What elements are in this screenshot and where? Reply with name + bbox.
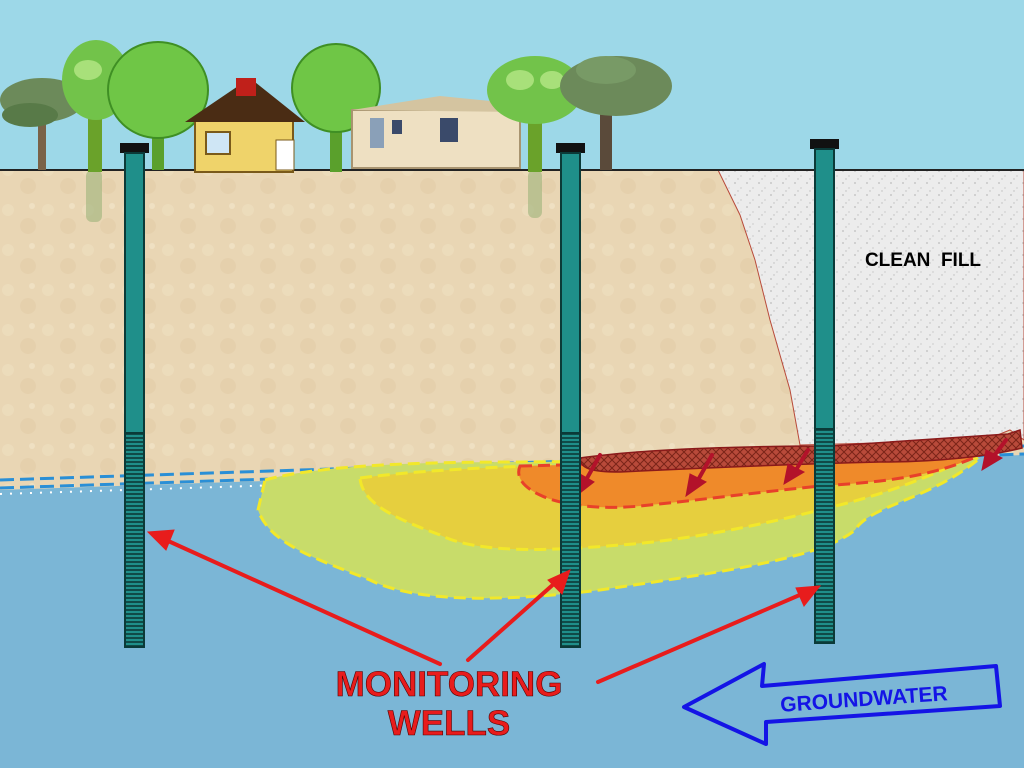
leaching-arrow-icon bbox=[783, 448, 810, 486]
arrow-icon bbox=[146, 529, 442, 666]
well-casing bbox=[124, 152, 145, 434]
well-cap bbox=[810, 139, 839, 149]
house-icon bbox=[185, 78, 305, 173]
monitoring-wells-label-line1: MONITORING bbox=[336, 665, 563, 704]
tree-icon bbox=[560, 56, 672, 170]
well-screen bbox=[814, 428, 835, 644]
tree-roots bbox=[86, 170, 542, 222]
well-casing bbox=[814, 148, 835, 430]
well-cap bbox=[120, 143, 149, 153]
well-screen bbox=[124, 432, 145, 648]
leaching-arrow-icon bbox=[685, 453, 714, 498]
clean-fill-area bbox=[717, 169, 1024, 446]
mobile-home-icon bbox=[351, 96, 521, 169]
well-cap bbox=[556, 143, 585, 153]
tree-icon bbox=[107, 41, 209, 170]
monitoring-well-1 bbox=[120, 143, 149, 648]
leaching-arrow-icon bbox=[981, 438, 1008, 472]
monitoring-well-3 bbox=[810, 139, 839, 644]
pointer-arrows bbox=[146, 529, 822, 684]
well-casing bbox=[560, 152, 581, 434]
monitoring-wells-label-line2: WELLS bbox=[388, 704, 510, 743]
source-zone bbox=[579, 428, 1023, 473]
well-screen bbox=[560, 432, 581, 648]
clean-fill-label: CLEAN FILL bbox=[865, 250, 981, 271]
tree-icon bbox=[487, 56, 583, 172]
arrow-icon bbox=[466, 569, 571, 662]
water-table-dots bbox=[0, 477, 501, 495]
arrow-icon bbox=[596, 585, 822, 684]
monitoring-well-2 bbox=[556, 143, 585, 648]
tree-icon bbox=[62, 40, 130, 172]
groundwater-arrow-icon bbox=[682, 662, 1002, 746]
